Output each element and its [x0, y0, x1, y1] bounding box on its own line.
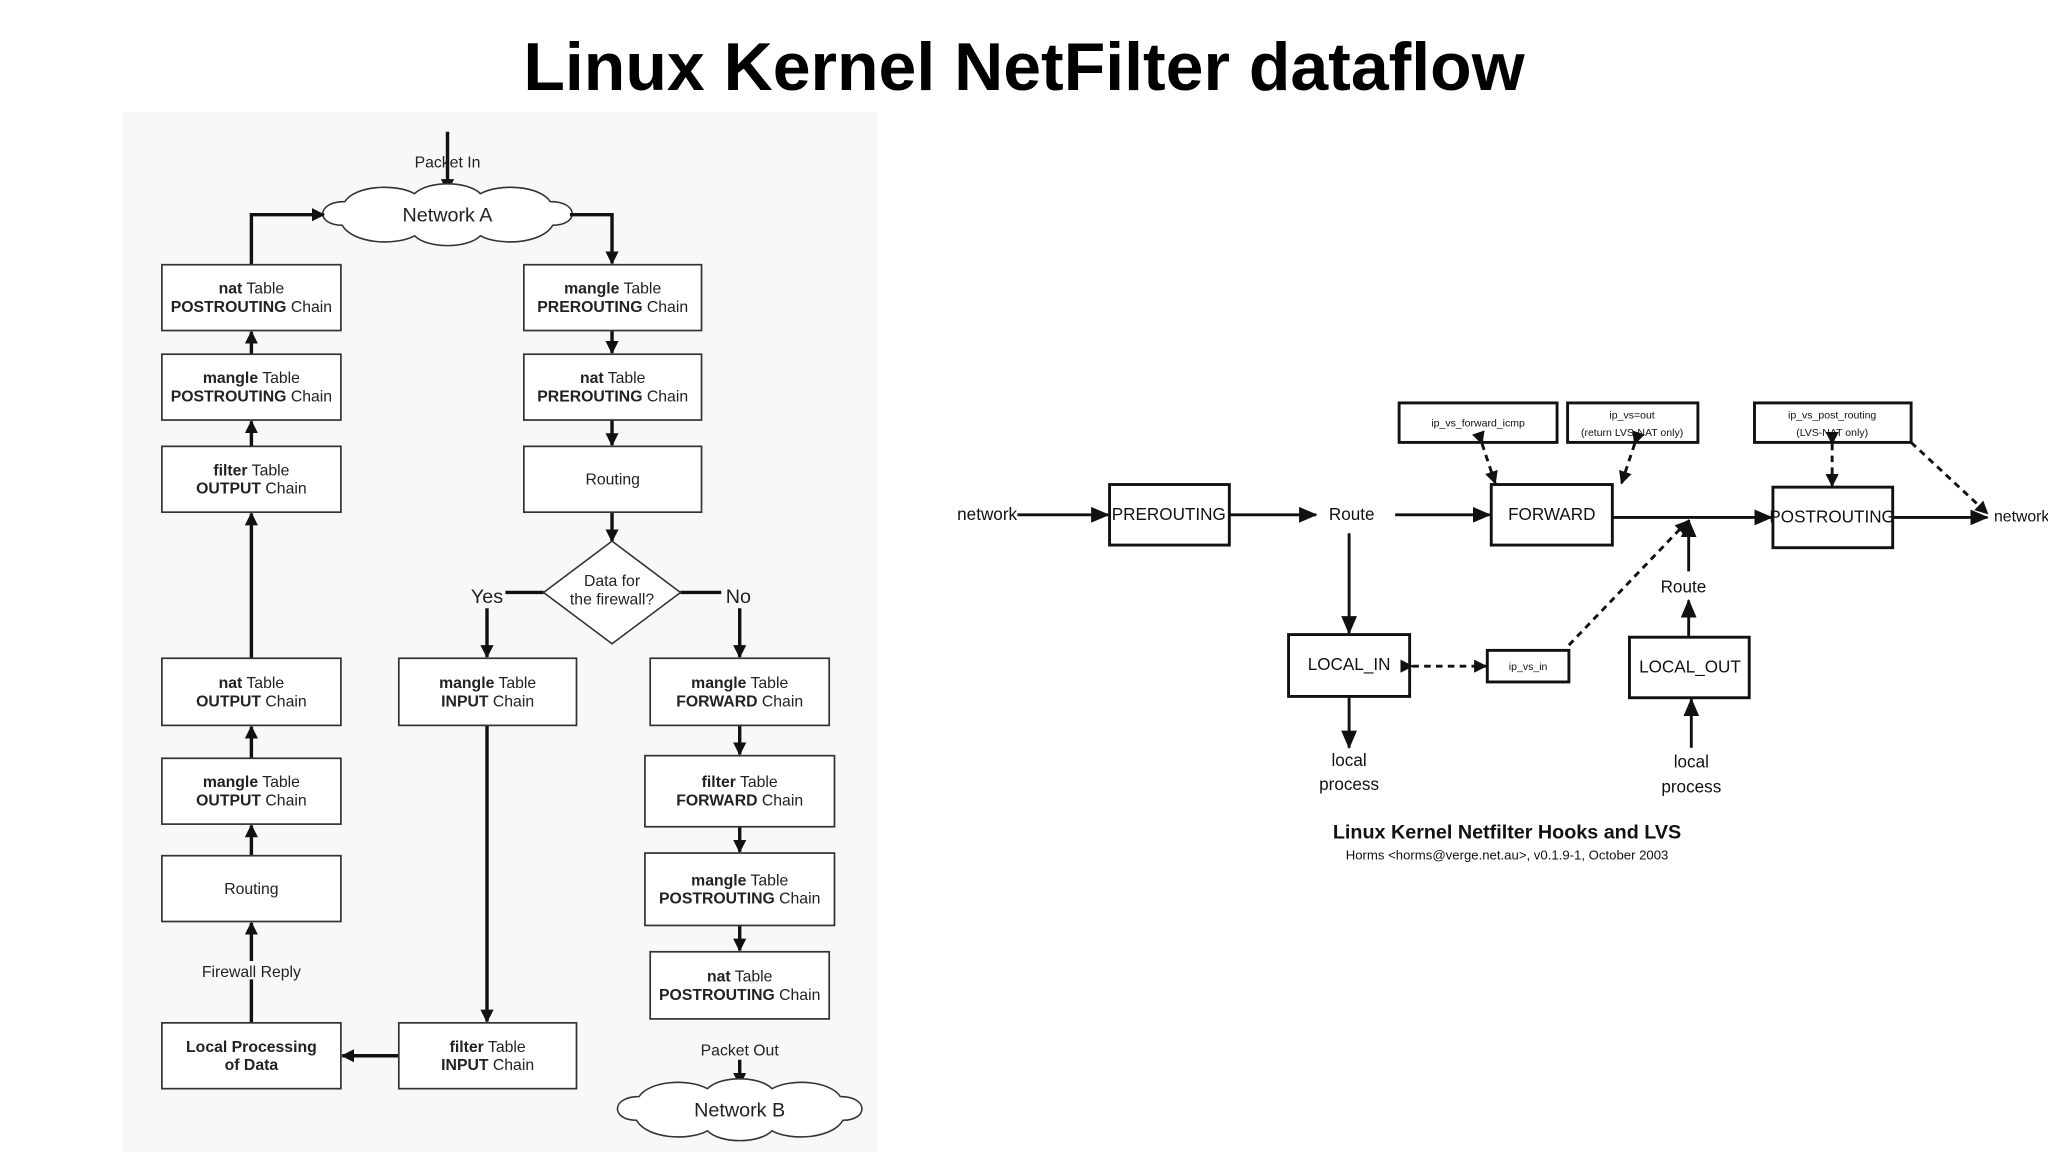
table-name: filter Table	[450, 1039, 526, 1056]
decision-text: Data for	[584, 573, 640, 590]
packet-out-label: Packet Out	[701, 1043, 780, 1060]
local-process-label: process	[1319, 775, 1379, 794]
table-name: nat Table	[219, 675, 285, 692]
diagram-credit: Horms <horms@verge.net.au>, v0.1.9-1, Oc…	[1346, 848, 1669, 863]
network-b-label: Network B	[694, 1099, 785, 1121]
local-out-hook	[1628, 635, 1751, 700]
chain-name: FORWARD Chain	[676, 693, 803, 710]
box-routing-in: Routing	[522, 445, 703, 514]
table-name: mangle Table	[203, 370, 300, 387]
local-process-label: process	[1661, 778, 1721, 797]
ip-vs-post-routing-label: ip_vs_post_routing	[1788, 410, 1876, 422]
chain-name: POSTROUTING Chain	[171, 299, 332, 316]
network-out-label: network	[1994, 508, 2048, 525]
ip-vs-forward-icmp-label: ip_vs_forward_icmp	[1431, 418, 1525, 430]
table-name: nat Table	[707, 968, 773, 985]
diagram-caption: Linux Kernel Netfilter Hooks and LVS	[1333, 822, 1681, 844]
chain-name: INPUT Chain	[441, 693, 534, 710]
iptables-flowchart: Packet In Network A Firewall Reply Packe…	[122, 112, 878, 1152]
route-label: Route	[1329, 505, 1375, 524]
table-name: nat Table	[219, 281, 285, 298]
arrow-to-network-a	[249, 208, 326, 265]
decision-text: the firewall?	[570, 591, 654, 608]
chain-name: INPUT Chain	[441, 1057, 534, 1074]
local-process-label: local	[1674, 753, 1709, 772]
chain-name: PREROUTING Chain	[537, 389, 688, 406]
network-b-cloud: Network B	[616, 1077, 863, 1142]
packet-in-label: Packet In	[415, 154, 481, 171]
ip-vs-out-label: ip_vs=out	[1609, 410, 1654, 422]
forward-hook	[1489, 483, 1614, 547]
chain-name: POSTROUTING Chain	[171, 389, 332, 406]
network-a-cloud: Network A	[321, 182, 574, 247]
table-name: filter Table	[213, 462, 289, 479]
yes-label: Yes	[471, 586, 503, 608]
ip-vs-post-routing-box	[1753, 401, 1913, 444]
table-name: mangle Table	[691, 872, 788, 889]
firewall-reply-label: Firewall Reply	[202, 964, 301, 981]
network-a-label: Network A	[403, 204, 494, 226]
chain-name: OUTPUT Chain	[196, 793, 307, 810]
route-label-2: Route	[1661, 577, 1707, 596]
dashed-arrow	[1910, 441, 1989, 515]
lvs-hooks-diagram: network PREROUTING Route FORWARD POSTROU…	[957, 401, 2048, 863]
table-name: mangle Table	[691, 675, 788, 692]
local-in-label: LOCAL_IN	[1308, 655, 1391, 674]
table-name: mangle Table	[203, 774, 300, 791]
chain-name: POSTROUTING Chain	[659, 987, 820, 1004]
arrow-from-network-a	[569, 212, 619, 265]
postrouting-label: POSTROUTING	[1769, 508, 1894, 527]
box-label: of Data	[225, 1057, 279, 1074]
decision-diamond: Data for the firewall?	[542, 540, 682, 645]
box-label: Routing	[585, 472, 639, 489]
prerouting-label: PREROUTING	[1112, 505, 1226, 524]
dashed-arrow	[1472, 430, 1498, 485]
local-out-label: LOCAL_OUT	[1639, 658, 1741, 677]
forward-label: FORWARD	[1508, 505, 1595, 524]
box-label: Routing	[224, 881, 278, 898]
local-process-label: local	[1331, 751, 1366, 770]
table-name: filter Table	[702, 774, 778, 791]
chain-name: PREROUTING Chain	[537, 299, 688, 316]
box-routing-out: Routing	[161, 854, 342, 923]
ip-vs-post-routing-note: (LVS-NAT only)	[1796, 427, 1868, 439]
ip-vs-out-note: (return LVS-NAT only)	[1581, 427, 1683, 439]
box-label: Local Processing	[186, 1039, 317, 1056]
chain-name: POSTROUTING Chain	[659, 891, 820, 908]
ip-vs-in-label: ip_vs_in	[1509, 661, 1548, 673]
dashed-arrow	[1619, 430, 1645, 485]
table-name: mangle Table	[439, 675, 536, 692]
table-name: mangle Table	[564, 281, 661, 298]
network-in-label: network	[957, 505, 1017, 524]
page-title: Linux Kernel NetFilter dataflow	[523, 29, 1525, 105]
ip-vs-in-box	[1485, 648, 1571, 684]
no-label: No	[726, 586, 751, 608]
chain-name: OUTPUT Chain	[196, 481, 307, 498]
table-name: nat Table	[580, 370, 646, 387]
chain-name: OUTPUT Chain	[196, 693, 307, 710]
dashed-arrow	[1567, 520, 1689, 647]
chain-name: FORWARD Chain	[676, 793, 803, 810]
